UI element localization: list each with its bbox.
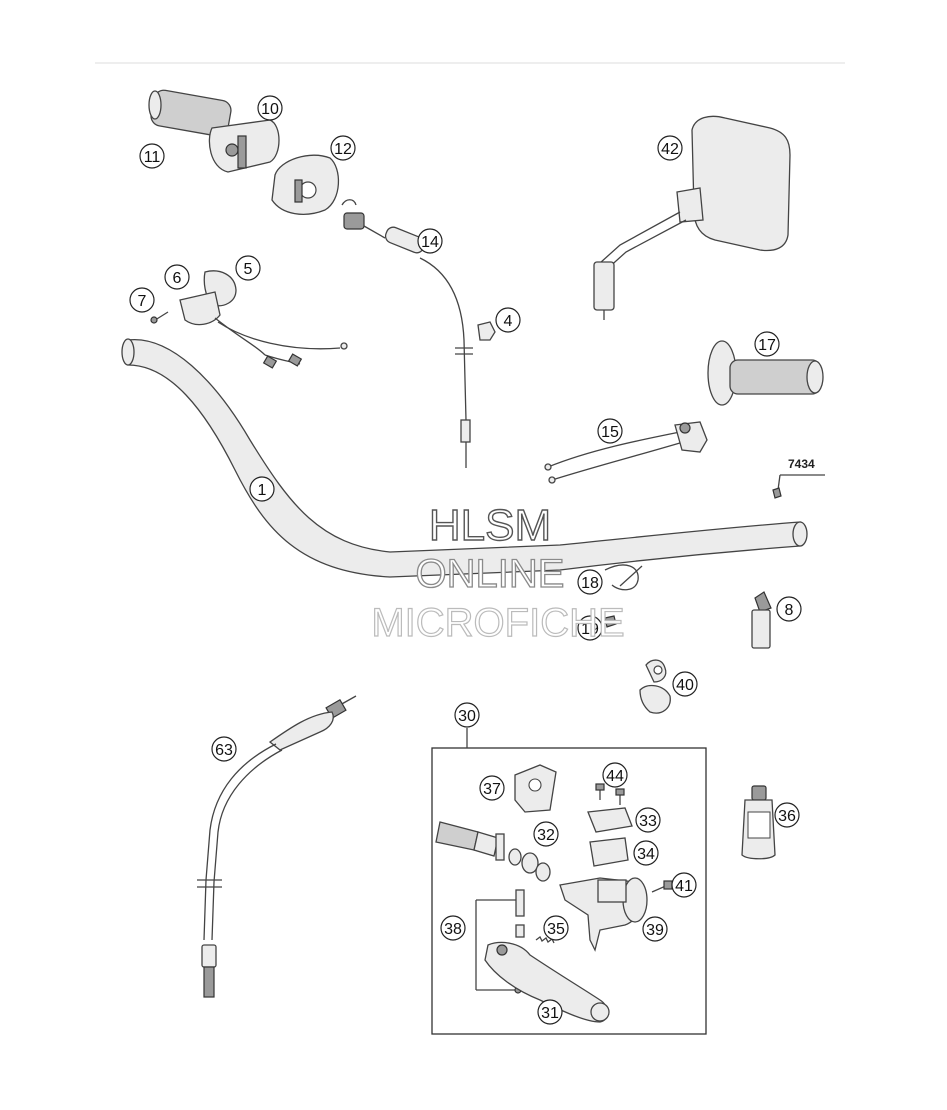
kill-switch-cable (341, 199, 473, 468)
callout-7: 7 (129, 287, 155, 313)
callout-42: 42 (657, 135, 683, 161)
master-cylinder-box (431, 728, 707, 1035)
callout-label: 4 (504, 313, 513, 330)
piston-assembly (435, 821, 551, 882)
callout-1: 1 (249, 476, 275, 502)
callout-39: 39 (642, 916, 668, 942)
callout-label: 6 (173, 270, 182, 287)
handlebar (121, 338, 808, 578)
clutch-cable (197, 695, 357, 998)
adjust-screw (651, 880, 673, 893)
callout-label: 10 (261, 101, 279, 118)
callout-19: 19 (577, 615, 603, 641)
callout-32: 32 (533, 821, 559, 847)
callout-12: 12 (330, 135, 356, 161)
throttle-cover (271, 154, 340, 215)
grease-tube (751, 591, 772, 649)
callout-34: 34 (633, 840, 659, 866)
callout-36: 36 (774, 802, 800, 828)
callout-label: 63 (215, 742, 233, 759)
callout-label: 44 (606, 768, 624, 785)
callout-33: 33 (635, 807, 661, 833)
callout-label: 19 (581, 621, 599, 638)
callout-label: 15 (601, 424, 619, 441)
callout-label: 34 (637, 846, 655, 863)
callout-label: 11 (144, 149, 161, 166)
callout-31: 31 (537, 999, 563, 1025)
callout-label: 41 (675, 878, 693, 895)
lid-gasket (589, 837, 629, 867)
oil-bottle (741, 785, 776, 860)
brake-lever (484, 941, 610, 1023)
nut-part (477, 321, 496, 341)
bar-end-cap (772, 474, 825, 499)
callout-label: 40 (676, 677, 694, 694)
callout-18: 18 (577, 569, 603, 595)
watermark-line-1: HLSM (429, 501, 551, 550)
callout-15: 15 (597, 418, 623, 444)
callout-label: 17 (758, 337, 776, 354)
callout-label: 36 (778, 808, 796, 825)
callout-11: 11 (139, 143, 165, 169)
callout-label: 7 (138, 293, 147, 310)
callout-label: 39 (646, 922, 664, 939)
callout-label: 8 (785, 602, 794, 619)
callout-label: 18 (581, 575, 599, 592)
screw-part (150, 311, 169, 324)
callout-35: 35 (543, 915, 569, 941)
master-cylinder-body (559, 877, 648, 952)
callout-label: 12 (334, 141, 352, 158)
callout-14: 14 (417, 228, 443, 254)
callout-38: 38 (440, 915, 466, 941)
watermark-line-3: MICROFICHE (371, 601, 624, 645)
switch-harness (544, 421, 708, 484)
clamp-bracket (514, 764, 557, 813)
callout-30: 30 (454, 702, 480, 728)
callout-4: 4 (495, 307, 521, 333)
throttle-housing (208, 119, 280, 173)
small-clip (604, 615, 617, 628)
clamp-part (639, 659, 671, 714)
mirror (593, 115, 791, 320)
pivot-bolt (475, 889, 525, 994)
callout-label: 42 (661, 141, 679, 158)
watermark: HLSM ONLINE MICROFICHE (371, 500, 626, 645)
callout-label: 30 (458, 708, 476, 725)
callout-17: 17 (754, 331, 780, 357)
left-grip (707, 340, 824, 406)
callout-40: 40 (672, 671, 698, 697)
reservoir-lid (587, 807, 633, 833)
callout-label: 31 (541, 1005, 559, 1022)
callout-label: 37 (483, 781, 501, 798)
callout-label: 32 (537, 827, 555, 844)
callout-44: 44 (602, 762, 628, 788)
callout-label: 33 (639, 813, 657, 830)
callout-41: 41 (671, 872, 697, 898)
callout-label: 35 (547, 921, 565, 938)
callout-8: 8 (776, 596, 802, 622)
callout-label: 5 (244, 261, 253, 278)
callout-37: 37 (479, 775, 505, 801)
throttle-grip (148, 89, 232, 137)
callout-10: 10 (257, 95, 283, 121)
callout-label: 38 (444, 921, 462, 938)
part-number-label: 7434 (788, 457, 815, 471)
watermark-line-2: ONLINE (416, 552, 565, 596)
switch-clamp (179, 270, 348, 369)
screws-pair (595, 783, 625, 805)
callout-label: 1 (258, 482, 267, 499)
cable-tie (604, 564, 643, 591)
callout-6: 6 (164, 264, 190, 290)
callout-63: 63 (211, 736, 237, 762)
callout-label: 14 (421, 234, 439, 251)
callout-5: 5 (235, 255, 261, 281)
